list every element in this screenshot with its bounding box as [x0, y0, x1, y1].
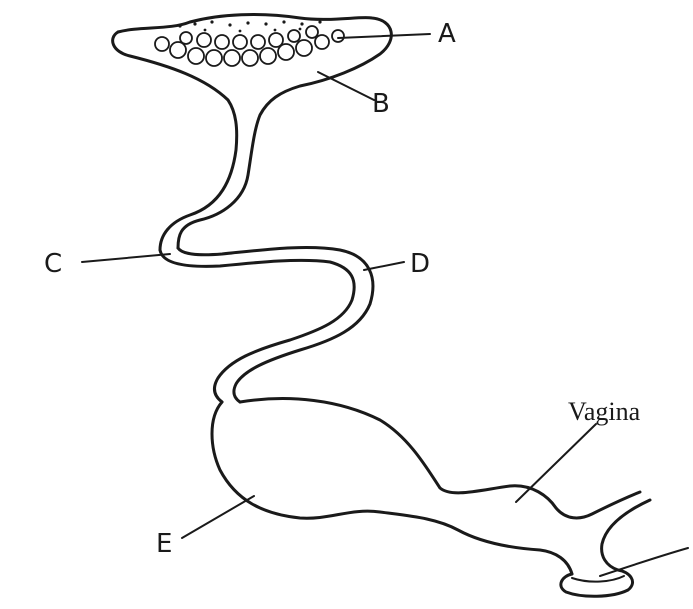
pointer-d — [364, 262, 404, 270]
pointer-c — [82, 254, 170, 262]
label-a: A — [438, 19, 456, 49]
label-d: D — [410, 249, 430, 279]
label-c: C — [44, 249, 62, 279]
pointer-vagina — [516, 424, 596, 502]
label-e: E — [156, 529, 172, 559]
pointer-b — [318, 72, 374, 100]
label-b: B — [372, 89, 390, 119]
sac-body — [212, 399, 688, 597]
label-pointers — [82, 34, 596, 538]
winding-duct — [160, 247, 373, 402]
pointer-e — [182, 496, 254, 538]
pointer-a — [338, 34, 430, 38]
label-vagina: Vagina — [568, 397, 641, 426]
cup-cells — [155, 20, 344, 66]
